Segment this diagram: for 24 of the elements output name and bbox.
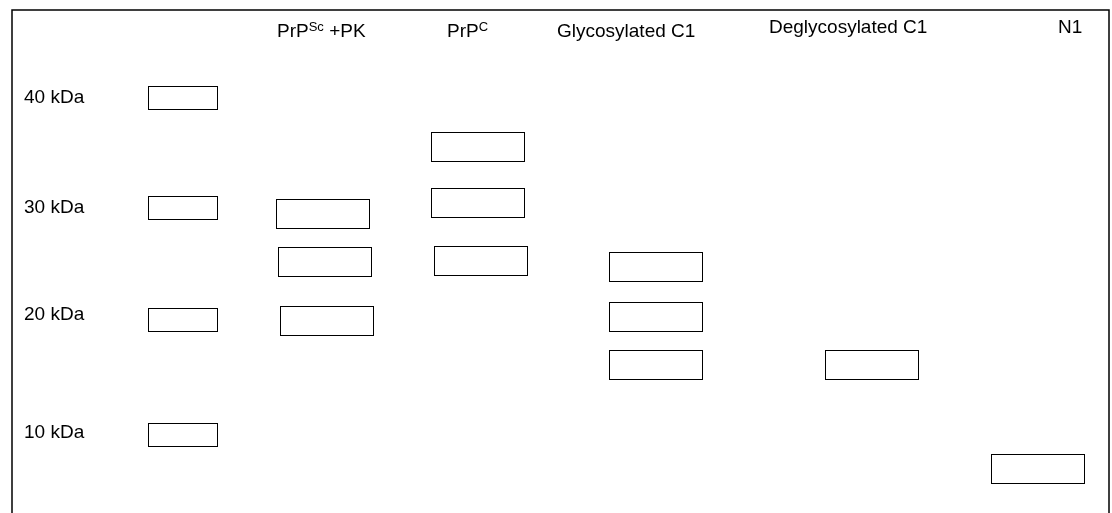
gel-band xyxy=(609,350,703,380)
gel-band xyxy=(148,86,218,110)
gel-band xyxy=(609,252,703,282)
gel-band xyxy=(280,306,374,336)
gel-band xyxy=(278,247,372,277)
lane-label: N1 xyxy=(1058,16,1083,39)
marker-label: 10 kDa xyxy=(24,421,85,444)
gel-band xyxy=(991,454,1085,484)
lane-label: PrP$^{Sc}$ +PK xyxy=(277,20,366,43)
gel-band xyxy=(148,423,218,447)
gel-band xyxy=(609,302,703,332)
marker-label: 30 kDa xyxy=(24,196,85,219)
marker-label: 40 kDa xyxy=(24,86,85,109)
gel-band xyxy=(431,132,525,162)
gel-band xyxy=(148,196,218,220)
gel-band xyxy=(148,308,218,332)
lane-label: PrP$^{C}$ xyxy=(447,20,489,43)
gel-band xyxy=(434,246,528,276)
gel-band xyxy=(276,199,370,229)
lane-label: Glycosylated C1 xyxy=(557,20,696,43)
gel-band xyxy=(825,350,919,380)
lane-label: Deglycosylated C1 xyxy=(769,16,928,39)
marker-label: 20 kDa xyxy=(24,303,85,326)
gel-band xyxy=(431,188,525,218)
